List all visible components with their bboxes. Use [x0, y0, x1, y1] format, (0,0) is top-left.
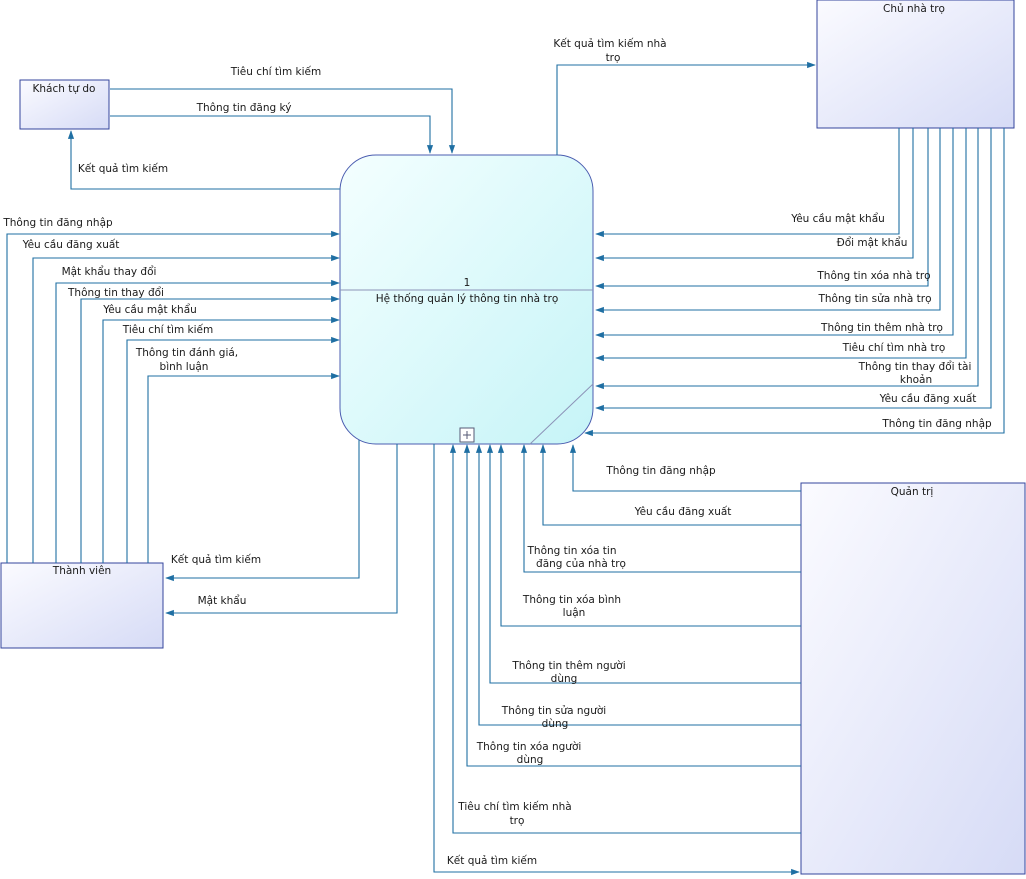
flow-qt-dangxuat-label: Yêu cầu đăng xuất [634, 506, 732, 518]
flow-tv-ketqua-label: Kết quả tìm kiếm [171, 554, 261, 566]
flow-tv-ketqua: Kết quả tìm kiếm [165, 440, 360, 582]
flow-tv-yeucaumk-label: Yêu cầu mật khẩu [102, 303, 197, 316]
flow-qt-suand-label-2: dùng [542, 718, 569, 730]
entity-quan-tri-label: Quản trị [891, 486, 934, 498]
flow-chu-yeucaumk: Yêu cầu mật khẩu [595, 128, 900, 238]
entity-chu-nha-tro[interactable]: Chủ nhà trọ [816, 0, 1015, 129]
flow-chu-tieuchi: Tiêu chí tìm nhà trọ [595, 128, 967, 362]
flow-qt-xoabl-label-1: Thông tin xóa bình [522, 594, 621, 606]
flow-chu-dangxuat: Yêu cầu đăng xuất [595, 128, 992, 412]
flow-chu-ketqua-label-2: trọ [606, 52, 621, 64]
flow-tv-matkhau: Mật khẩu [165, 444, 398, 617]
flow-khach-ketqua: Kết quả tìm kiếm [67, 130, 340, 190]
flow-tv-dangxuat-label: Yêu cầu đăng xuất [22, 239, 120, 251]
flow-chu-dangnhap-label: Thông tin đăng nhập [881, 418, 992, 430]
entity-khach-tu-do-label: Khách tự do [33, 83, 96, 95]
flow-qt-xoatin-label-1: Thông tin xóa tin [527, 545, 617, 557]
flow-tv-mkthaydoi-label: Mật khẩu thay đổi [62, 265, 157, 278]
entity-chu-nha-tro-label: Chủ nhà trọ [883, 3, 945, 15]
flow-chu-tieuchi-label: Tiêu chí tìm nhà trọ [842, 342, 946, 354]
flow-chu-thaydoi-label-1: Thông tin thay đổi tài [858, 360, 972, 373]
entity-thanh-vien-label: Thành viên [52, 565, 111, 577]
flow-tv-ttthaydoi: Thông tin thay đổi [67, 286, 340, 563]
flow-qt-ketqua: Kết quả tìm kiếm [433, 444, 800, 876]
flow-chu-doimk: Đổi mật khẩu [595, 128, 914, 262]
flow-tv-tieuchi: Tiêu chí tìm kiếm [122, 324, 340, 563]
flow-chu-doimk-label: Đổi mật khẩu [837, 236, 908, 249]
flow-tv-danhgia-label-2: bình luận [160, 361, 209, 373]
flow-tv-dangxuat: Yêu cầu đăng xuất [22, 239, 340, 563]
flow-qt-xoatin: Thông tin xóa tin đăng của nhà trọ [520, 444, 801, 573]
flow-qt-xoand: Thông tin xóa người dùng [463, 444, 801, 767]
flow-qt-suand-label-1: Thông tin sửa người [501, 705, 606, 717]
flow-khach-tieuchi: Tiêu chí tìm kiếm [110, 66, 456, 154]
flow-qt-tieuchi-label-1: Tiêu chí tìm kiếm nhà [457, 801, 572, 813]
flow-qt-xoabl-label-2: luận [563, 607, 586, 619]
flow-chu-thaydoi-label-2: khoản [900, 374, 932, 386]
flow-qt-xoabl: Thông tin xóa bình luận [497, 444, 801, 627]
flow-tv-tieuchi-label: Tiêu chí tìm kiếm [122, 324, 213, 336]
flow-qt-dangnhap: Thông tin đăng nhập [569, 444, 801, 492]
process-number: 1 [464, 277, 471, 289]
entity-khach-tu-do[interactable]: Khách tự do [19, 79, 110, 130]
flow-chu-xoa-label: Thông tin xóa nhà trọ [816, 270, 930, 282]
flow-tv-matkhau-label: Mật khẩu [198, 594, 247, 607]
flow-qt-xoand-label-1: Thông tin xóa người [476, 741, 582, 753]
flow-qt-themnd-label-1: Thông tin thêm người [511, 660, 625, 672]
flow-tv-danhgia-label-1: Thông tin đánh giá, [135, 347, 238, 359]
flow-chu-sua-label: Thông tin sửa nhà trọ [817, 293, 931, 305]
flow-qt-xoand-label-2: dùng [517, 754, 544, 766]
flow-qt-tieuchi-label-2: trọ [510, 815, 525, 827]
flow-chu-dangnhap: Thông tin đăng nhập [584, 128, 1005, 437]
flow-qt-ketqua-label: Kết quả tìm kiếm [447, 855, 537, 867]
flow-qt-themnd-label-2: dùng [551, 673, 578, 685]
flow-chu-dangxuat-label: Yêu cầu đăng xuất [879, 393, 977, 405]
flow-tv-danhgia: Thông tin đánh giá, bình luận [135, 347, 340, 563]
flow-khach-dangky: Thông tin đăng ký [110, 102, 434, 154]
flow-khach-ketqua-label: Kết quả tìm kiếm [78, 163, 168, 175]
flow-qt-themnd: Thông tin thêm người dùng [486, 444, 801, 685]
process-name: Hệ thống quản lý thông tin nhà trọ [376, 293, 559, 305]
flow-tv-dangnhap-label: Thông tin đăng nhập [2, 217, 113, 229]
flow-tv-dangnhap: Thông tin đăng nhập [2, 217, 340, 563]
flow-qt-tieuchi: Tiêu chí tìm kiếm nhà trọ [449, 444, 801, 834]
flow-tv-mkthaydoi: Mật khẩu thay đổi [55, 265, 340, 563]
flow-qt-dangxuat: Yêu cầu đăng xuất [539, 444, 801, 526]
entity-thanh-vien[interactable]: Thành viên [0, 562, 164, 649]
flow-qt-xoatin-label-2: đăng của nhà trọ [536, 558, 626, 570]
flow-chu-sua: Thông tin sửa nhà trọ [595, 128, 941, 314]
flow-chu-thaydoi: Thông tin thay đổi tài khoản [595, 128, 979, 390]
flow-khach-dangky-label: Thông tin đăng ký [196, 102, 292, 114]
flow-chu-yeucaumk-label: Yêu cầu mật khẩu [790, 212, 885, 225]
flow-tv-ttthaydoi-label: Thông tin thay đổi [67, 286, 164, 299]
flow-qt-dangnhap-label: Thông tin đăng nhập [605, 465, 716, 477]
flow-chu-them-label: Thông tin thêm nhà trọ [820, 322, 943, 334]
process-he-thong[interactable]: 1 Hệ thống quản lý thông tin nhà trọ [339, 154, 594, 445]
expand-plus-icon[interactable] [459, 427, 475, 443]
flow-tv-yeucaumk: Yêu cầu mật khẩu [102, 303, 340, 563]
flow-chu-ketqua: Kết quả tìm kiếm nhà trọ [553, 38, 816, 155]
flow-qt-suand: Thông tin sửa người dùng [475, 444, 801, 730]
flow-chu-xoa: Thông tin xóa nhà trọ [595, 128, 931, 290]
flow-chu-ketqua-label-1: Kết quả tìm kiếm nhà [553, 38, 666, 50]
flow-khach-tieuchi-label: Tiêu chí tìm kiếm [230, 66, 321, 78]
flow-chu-them: Thông tin thêm nhà trọ [595, 128, 954, 339]
entity-quan-tri[interactable]: Quản trị [800, 482, 1026, 875]
